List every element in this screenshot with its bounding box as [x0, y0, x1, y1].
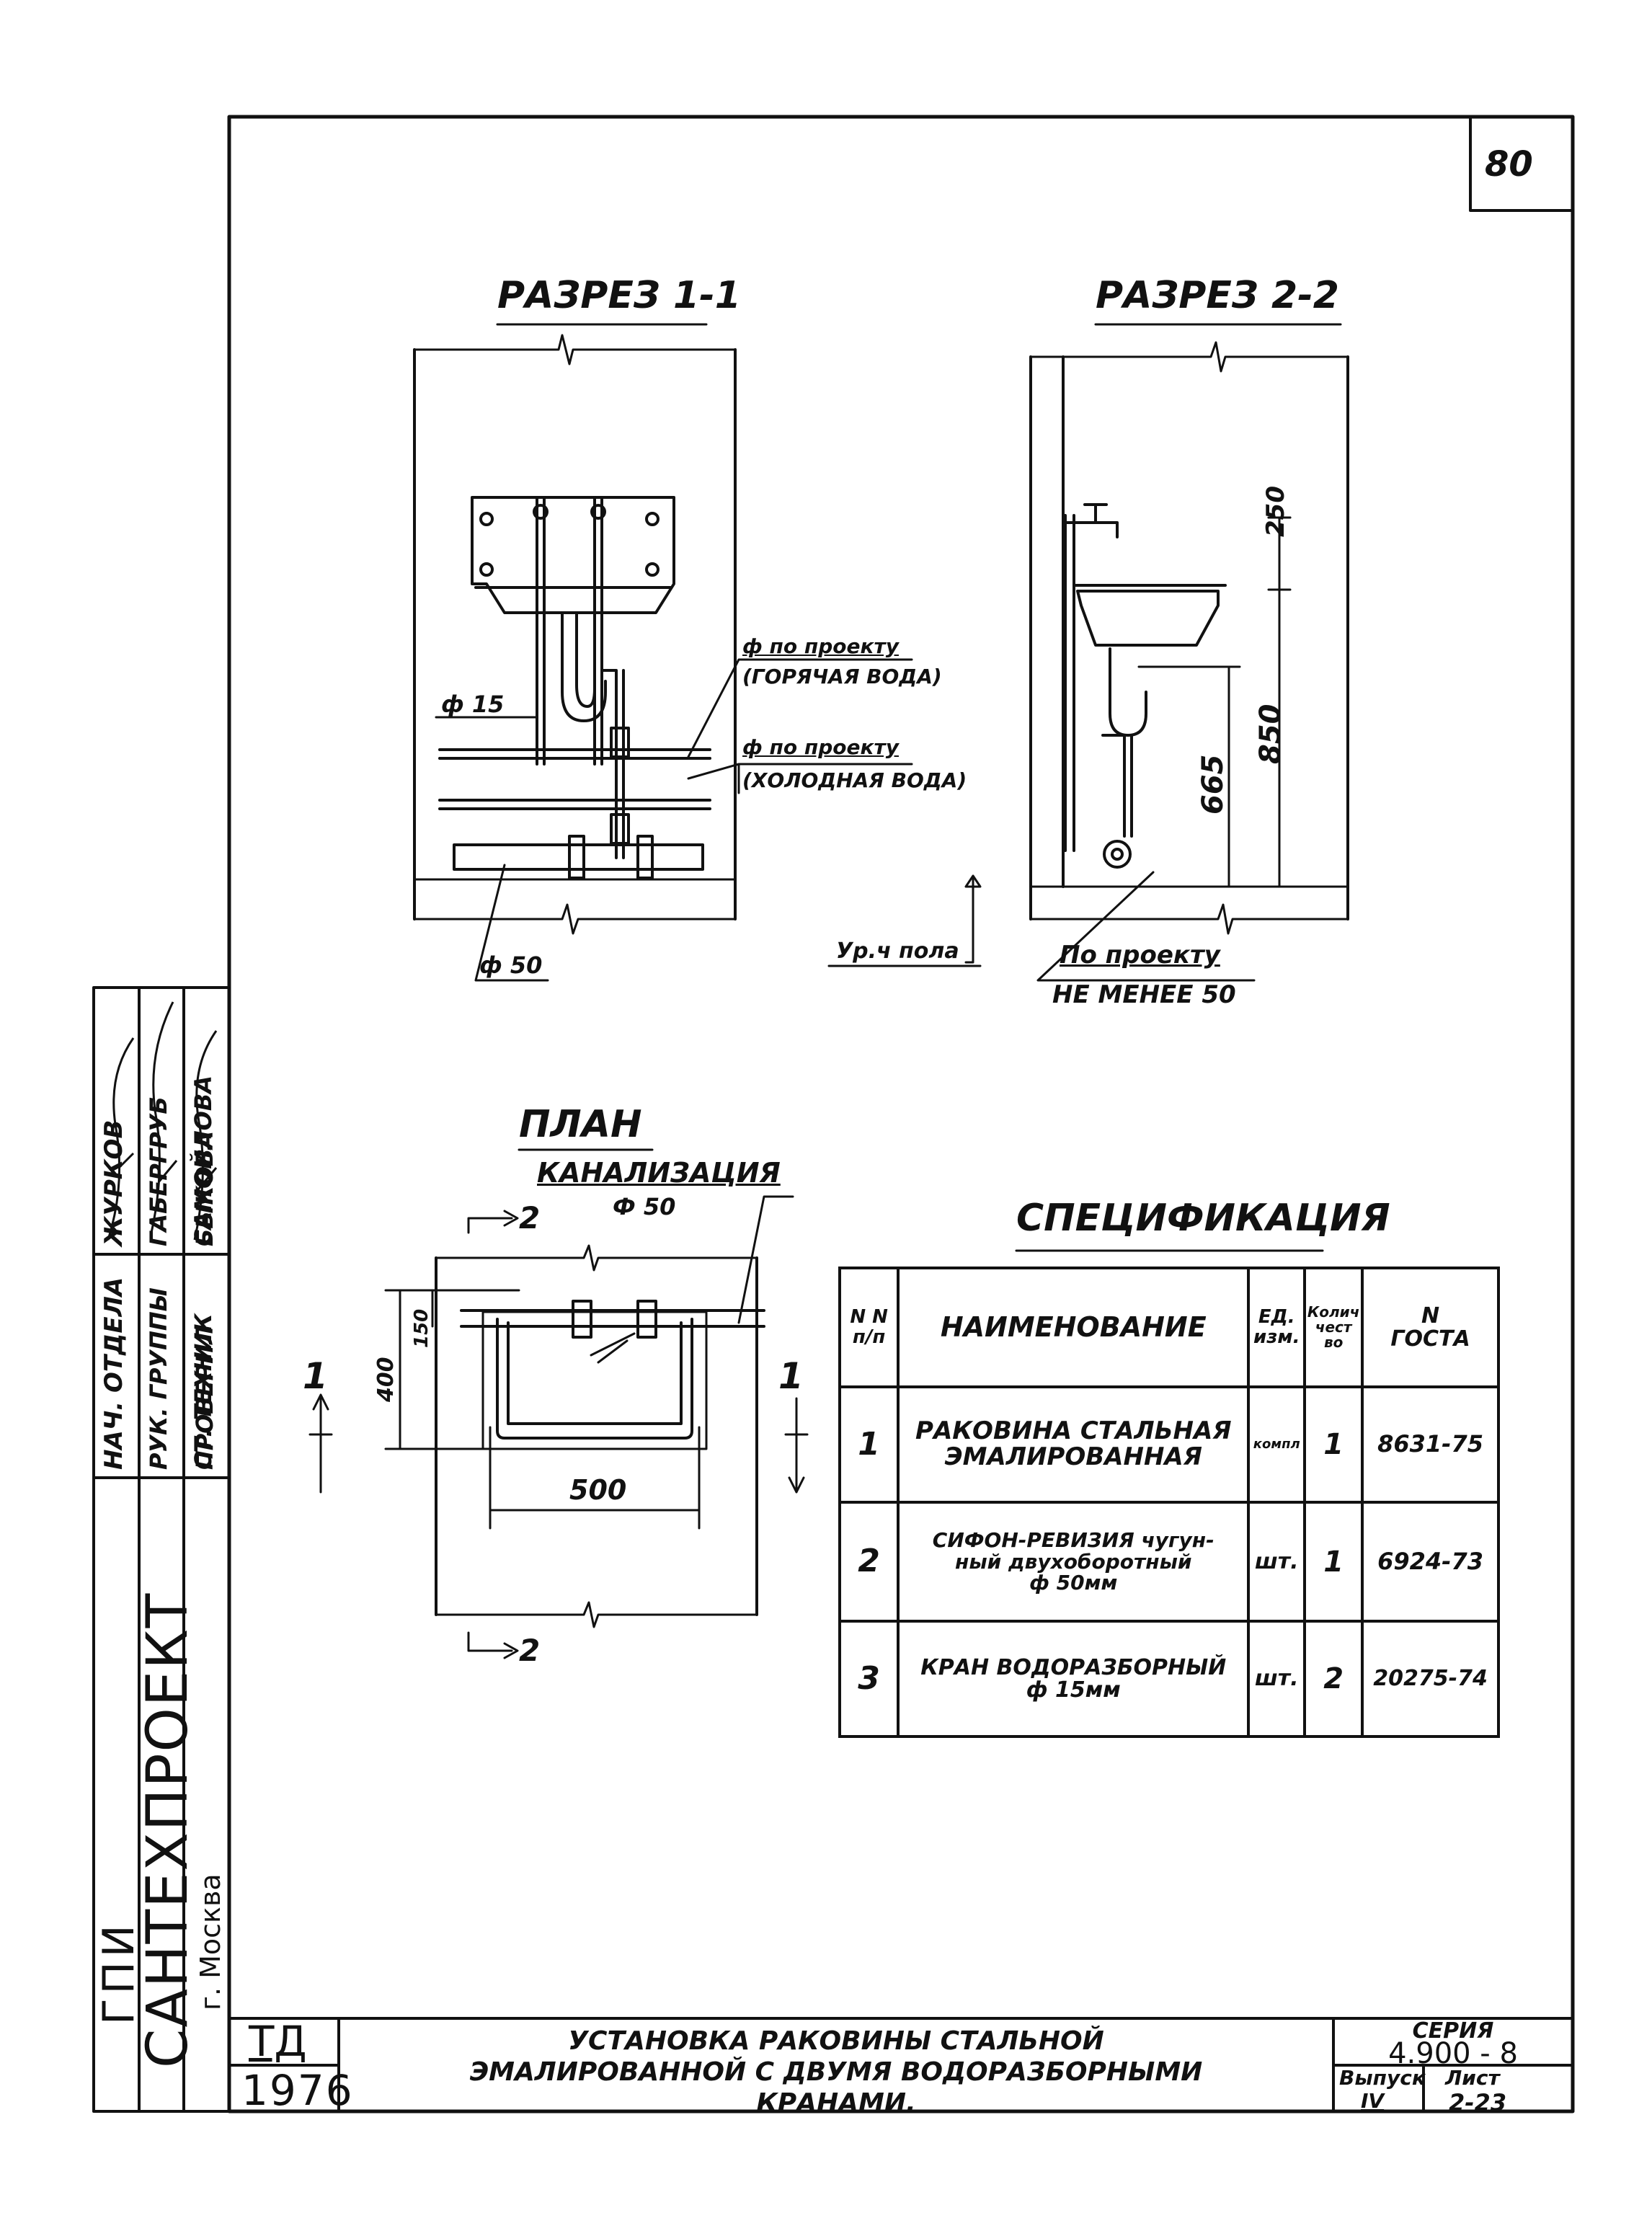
- dim-665: 665: [1196, 754, 1230, 815]
- series-value: 4.900 - 8: [1388, 2037, 1518, 2070]
- name-2: ГАБЕРГРУБ: [145, 1096, 172, 1246]
- issue-value: IV: [1361, 2089, 1385, 2113]
- sheet-label: Лист: [1445, 2066, 1500, 2090]
- spec-title: СПЕЦИФИКАЦИЯ: [1016, 1197, 1390, 1240]
- td-label: ТД: [249, 2017, 307, 2066]
- section-1-title: РАЗРЕЗ 1-1: [497, 274, 741, 317]
- hot-water-note-1: ф по проекту: [742, 634, 899, 658]
- name-1: ЖУРКОВ: [99, 1119, 128, 1246]
- section-1-1: [413, 334, 913, 982]
- cut-1-left: 1: [303, 1355, 328, 1397]
- issue-label: Выпуск: [1339, 2066, 1426, 2090]
- series-label: СЕРИЯ: [1412, 2018, 1494, 2044]
- pipe-50-label: ф 50: [479, 952, 543, 979]
- hot-water-note-2: (ГОРЯЧАЯ ВОДА): [742, 665, 942, 688]
- dim-150: 150: [411, 1308, 432, 1348]
- role-4: ПРОВЕРИЛ: [191, 1325, 218, 1471]
- org-name-2: САНТЕХПРОЕКТ: [136, 1592, 200, 2068]
- cut-1-right: 1: [778, 1355, 804, 1397]
- role-1: НАЧ. ОТДЕЛА: [99, 1277, 128, 1470]
- page-number-box: [1469, 115, 1574, 212]
- cold-water-note-1: ф по проекту: [742, 735, 899, 759]
- section-2-note-2: НЕ МЕНЕЕ 50: [1052, 980, 1236, 1009]
- name-4: БЫКОВА: [191, 1130, 218, 1246]
- dim-400: 400: [373, 1357, 399, 1402]
- section-2-2: [827, 341, 1349, 982]
- dim-500: 500: [569, 1474, 627, 1506]
- section-2-title: РАЗРЕЗ 2-2: [1096, 274, 1339, 317]
- signatures: [107, 1001, 218, 1241]
- cut-2-top: 2: [519, 1200, 541, 1236]
- organization-block: ГПИ САНТЕХПРОЕКТ г. Москва: [94, 1478, 229, 2111]
- dim-850: 850: [1254, 704, 1287, 765]
- sheet-value: 2-23: [1449, 2089, 1507, 2116]
- title-block-frame: [228, 2017, 1574, 2113]
- role-2: РУК. ГРУППЫ: [145, 1287, 172, 1470]
- dim-250: 250: [1261, 486, 1290, 537]
- floor-level-label: Ур.ч пола: [836, 939, 959, 964]
- sheet-frame: [227, 115, 1575, 2114]
- sewer-diameter: Ф 50: [613, 1193, 676, 1220]
- page-number: 80: [1485, 144, 1533, 185]
- col-name-header: НАИМЕНОВАНИЕ: [897, 1267, 1251, 1388]
- cut-2-bottom: 2: [519, 1633, 541, 1668]
- sewer-label: КАНАЛИЗАЦИЯ: [537, 1157, 781, 1189]
- year-label: 1976: [241, 2066, 354, 2115]
- cold-water-note-2: (ХОЛОДНАЯ ВОДА): [742, 768, 967, 792]
- plan-view: [308, 1195, 809, 1659]
- plan-title: ПЛАН: [519, 1103, 642, 1146]
- sheet-title: УСТАНОВКА РАКОВИНЫ СТАЛЬНОЙ ЭМАЛИРОВАННО…: [469, 2026, 1203, 2119]
- col-unit-header: ЕД.изм.: [1247, 1267, 1307, 1388]
- pipe-15-label: ф 15: [441, 691, 505, 718]
- section-2-note-1: По проекту: [1060, 941, 1220, 970]
- org-city: г. Москва: [195, 1873, 226, 2010]
